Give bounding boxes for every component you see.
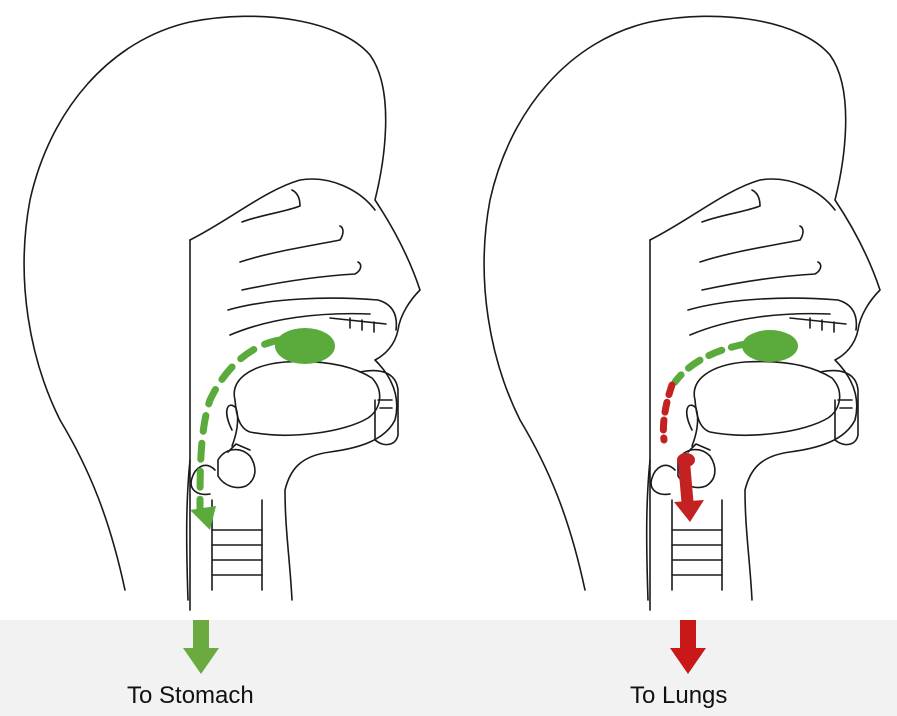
caption-band bbox=[0, 620, 897, 716]
left-food-path bbox=[190, 328, 335, 530]
down-arrow-icon bbox=[183, 620, 219, 674]
right-head-outline bbox=[483, 15, 881, 611]
down-arrow-icon bbox=[670, 620, 706, 674]
right-food-path bbox=[659, 330, 798, 522]
left-head-outline bbox=[23, 15, 421, 611]
caption-to-lungs: To Lungs bbox=[630, 682, 728, 709]
head-cross-sections bbox=[23, 15, 881, 611]
caption-to-stomach: To Stomach bbox=[127, 682, 254, 709]
